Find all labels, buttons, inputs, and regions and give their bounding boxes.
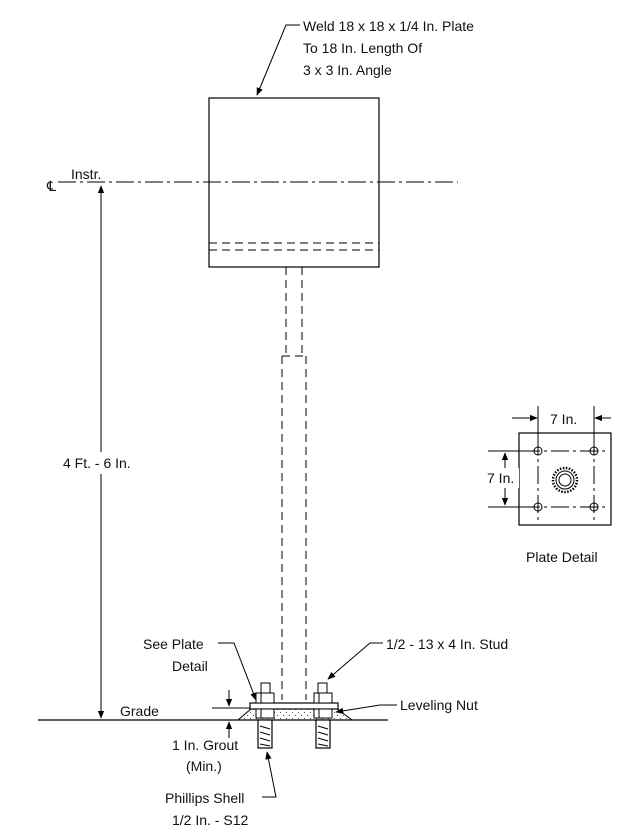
height-dimension-label: 4 Ft. - 6 In. bbox=[63, 455, 131, 471]
grade-label: Grade bbox=[120, 703, 159, 719]
left-shell-threads bbox=[259, 725, 271, 747]
see-plate-label-line1: See Plate bbox=[143, 636, 204, 652]
plate-detail-outline bbox=[518, 432, 612, 526]
shell-leader bbox=[262, 751, 277, 798]
stud-label: 1/2 - 13 x 4 In. Stud bbox=[386, 636, 508, 652]
weld-label-line1: Weld 18 x 18 x 1/4 In. Plate bbox=[303, 18, 474, 34]
weld-label-line2: To 18 In. Length Of bbox=[303, 40, 422, 56]
post-section-outer bbox=[555, 470, 575, 490]
plate-detail: 7 In. 7 In. Plate Detail bbox=[485, 406, 612, 565]
shell-label-line1: Phillips Shell bbox=[165, 790, 244, 806]
see-plate-label-line2: Detail bbox=[172, 658, 208, 674]
right-leveling-nut bbox=[313, 708, 333, 719]
grout-label-line2: (Min.) bbox=[186, 758, 222, 774]
bolt-hole-bottom-left bbox=[533, 502, 543, 512]
see-plate-leader bbox=[218, 642, 257, 701]
centerline-symbol: ℄ bbox=[46, 178, 56, 194]
bolt-hole-top-right bbox=[589, 446, 599, 456]
leveling-nut-leader bbox=[335, 704, 397, 715]
right-shell-threads bbox=[317, 725, 329, 747]
weld-label-line3: 3 x 3 In. Angle bbox=[303, 62, 392, 78]
grout-pad bbox=[236, 707, 354, 721]
plate-dim-v-label-bg bbox=[485, 468, 519, 488]
right-stud-top bbox=[317, 682, 328, 694]
leveling-nut-label: Leveling Nut bbox=[400, 697, 478, 713]
left-leveling-nut bbox=[255, 708, 275, 719]
base-plate bbox=[249, 702, 339, 710]
right-nut-top bbox=[313, 692, 333, 704]
left-nut-top bbox=[255, 692, 275, 704]
instr-label: Instr. bbox=[71, 166, 101, 182]
stud-leader bbox=[327, 642, 383, 680]
height-label-bg bbox=[55, 452, 150, 474]
shell-label-line2: 1/2 In. - S12 bbox=[172, 812, 248, 828]
weld-leader bbox=[256, 24, 300, 96]
left-stud-top bbox=[260, 682, 271, 694]
plate-detail-title: Plate Detail bbox=[526, 549, 598, 565]
bolt-hole-top-left bbox=[533, 446, 543, 456]
plate-dim-v-label: 7 In. bbox=[487, 470, 514, 486]
plate-dim-h-label: 7 In. bbox=[550, 411, 577, 427]
post-section-inner bbox=[558, 473, 572, 487]
post-weld-ring bbox=[551, 466, 579, 494]
grout-label-line1: 1 In. Grout bbox=[172, 737, 238, 753]
bolt-hole-bottom-right bbox=[589, 502, 599, 512]
